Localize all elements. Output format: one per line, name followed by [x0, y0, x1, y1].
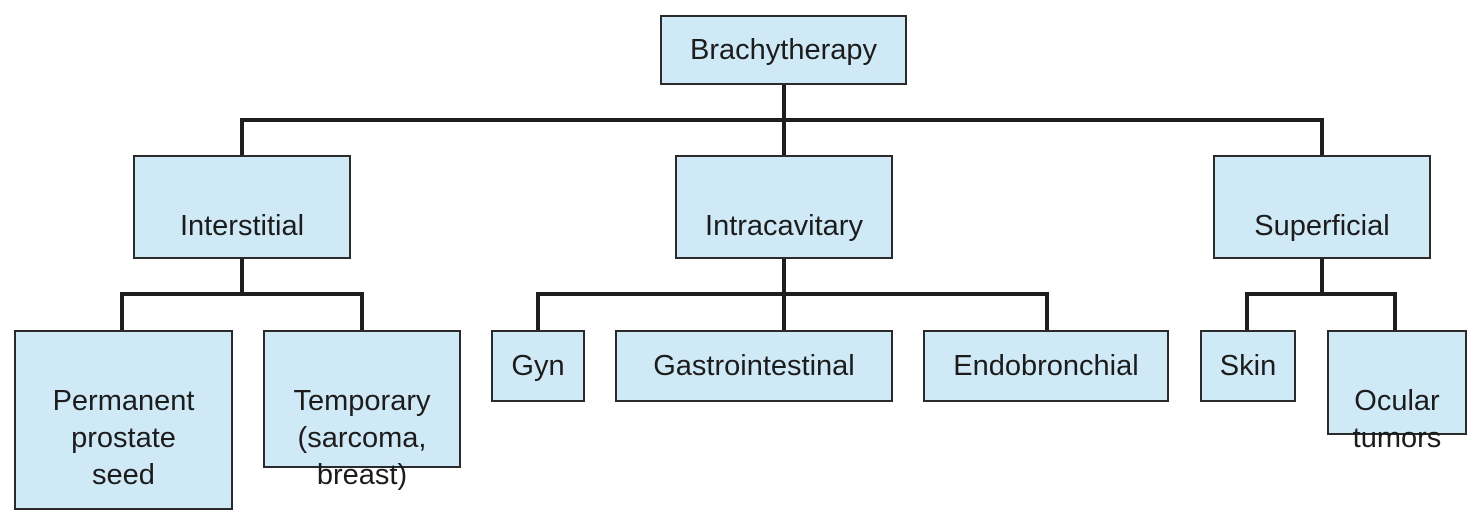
- leaf-label-ocular-tumors: Ocular tumors: [1352, 385, 1442, 454]
- root-label: Brachytherapy: [690, 33, 877, 66]
- category-label-interstitial: Interstitial: [179, 210, 305, 242]
- leaf-node-gastrointestinal: Gastrointestinal: [615, 330, 893, 402]
- leaf-label-skin: Skin: [1219, 349, 1277, 382]
- category-node-intracavitary: Intracavitary: [675, 155, 893, 259]
- leaf-node-skin: Skin: [1200, 330, 1296, 402]
- category-node-interstitial: Interstitial: [133, 155, 351, 259]
- category-label-intracavitary: Intracavitary: [705, 210, 863, 242]
- leaf-node-gyn: Gyn: [491, 330, 585, 402]
- leaf-node-ocular-tumors: Ocular tumors: [1327, 330, 1467, 454]
- leaf-label-permanent-prostate-seed: Permanent prostate seed: [52, 385, 195, 491]
- connector-lines: [120, 82, 1397, 333]
- leaf-label-endobronchial: Endobronchial: [953, 349, 1139, 382]
- leaf-node-permanent-prostate-seed: Permanent prostate seed: [14, 330, 233, 510]
- leaf-label-gyn: Gyn: [511, 349, 565, 382]
- leaf-label-temporary: Temporary (sarcoma, breast): [293, 385, 431, 491]
- root-node: Brachytherapy: [660, 15, 907, 85]
- category-node-superficial: Superficial: [1213, 155, 1431, 259]
- leaf-label-gastrointestinal: Gastrointestinal: [653, 349, 855, 382]
- leaf-node-endobronchial: Endobronchial: [923, 330, 1169, 402]
- category-label-superficial: Superficial: [1254, 210, 1390, 242]
- brachytherapy-tree-diagram: Brachytherapy Interstitial Intracavitary…: [14, 15, 1467, 510]
- leaf-node-temporary: Temporary (sarcoma, breast): [263, 330, 461, 491]
